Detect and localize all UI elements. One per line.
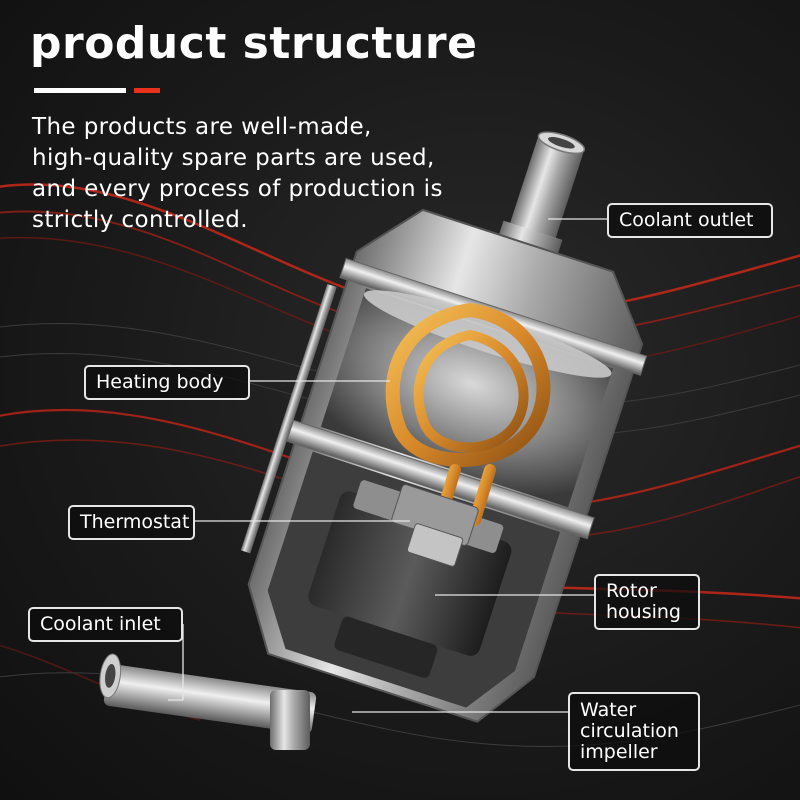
title-underline [34,88,160,93]
tagline-line: The products are well-made, [32,114,372,140]
callout-line: impeller [580,741,658,763]
coolant-inlet-pipe [99,653,317,750]
callout-coolant-inlet: Coolant inlet [28,607,183,642]
callout-coolant-outlet: Coolant outlet [607,203,773,238]
callout-line: Water [580,699,637,721]
callout-line: circulation [580,720,679,742]
underline-white-bar [34,88,126,93]
underline-red-bar [134,88,160,93]
callout-line: Rotor [606,580,657,602]
callout-water-circulation-impeller: Water circulation impeller [568,692,700,771]
thermostat-assembly [391,484,479,567]
callout-line: housing [606,601,681,623]
callout-rotor-housing: Rotor housing [594,574,700,630]
callout-heating-body: Heating body [84,365,250,400]
tagline-line: high-quality spare parts are used, [32,145,435,171]
callout-thermostat: Thermostat [68,505,195,540]
coolant-outlet-pipe [499,131,586,254]
tagline-line: strictly controlled. [32,207,248,233]
leader-lines [168,218,607,713]
tagline: The products are well-made, high-quality… [32,112,502,236]
page-title: product structure [30,18,478,69]
tagline-line: and every process of production is [32,176,443,202]
